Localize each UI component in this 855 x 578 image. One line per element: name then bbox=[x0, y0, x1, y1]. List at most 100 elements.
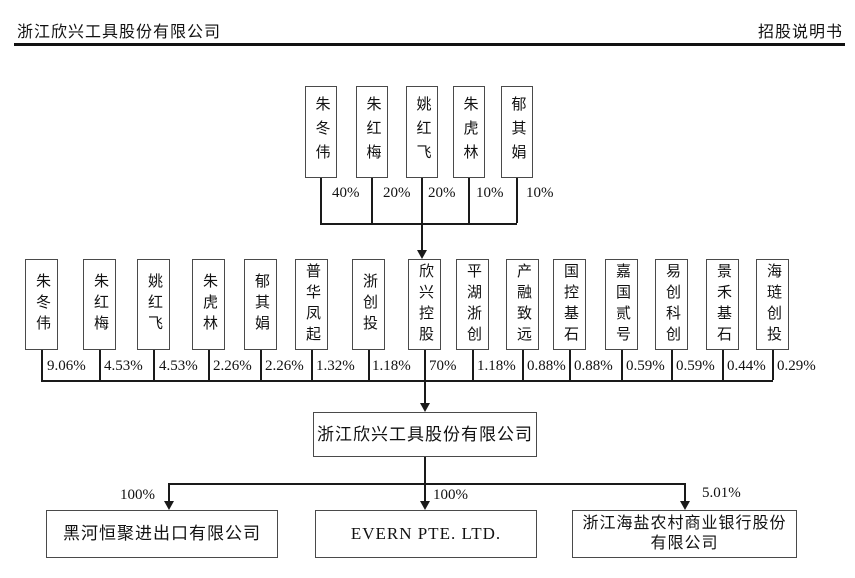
shareholder-name: 郁其娟 bbox=[509, 96, 526, 168]
mid-shareholder-box: 易创科创 bbox=[655, 259, 688, 350]
connector-line bbox=[424, 350, 426, 405]
ownership-percent: 1.18% bbox=[372, 358, 411, 374]
shareholder-name: 朱红梅 bbox=[364, 96, 381, 168]
issuer-company-name: 浙江欣兴工具股份有限公司 bbox=[317, 424, 533, 444]
subsidiary-name: 黑河恒聚进出口有限公司 bbox=[63, 524, 261, 544]
ownership-percent: 0.59% bbox=[676, 358, 715, 374]
connector-line bbox=[722, 350, 724, 380]
shareholder-name: 姚红飞 bbox=[414, 96, 431, 168]
connector-line bbox=[371, 178, 373, 223]
subsidiary-box-haiyan-bank: 浙江海盐农村商业银行股份有限公司 bbox=[572, 510, 797, 558]
connector-line bbox=[41, 350, 43, 380]
connector-line bbox=[260, 350, 262, 380]
issuer-company-box: 浙江欣兴工具股份有限公司 bbox=[313, 412, 537, 457]
ownership-percent: 20% bbox=[383, 185, 411, 201]
mid-shareholder-box: 朱冬伟 bbox=[25, 259, 58, 350]
connector-line bbox=[320, 178, 322, 223]
connector-line bbox=[516, 178, 518, 223]
ownership-percent: 0.59% bbox=[626, 358, 665, 374]
connector-line bbox=[320, 223, 517, 225]
ownership-percent: 10% bbox=[526, 185, 554, 201]
shareholder-name: 朱虎林 bbox=[201, 273, 217, 336]
connector-line bbox=[421, 178, 423, 223]
shareholder-name: 朱冬伟 bbox=[34, 273, 50, 336]
shareholder-name: 姚红飞 bbox=[146, 273, 162, 336]
top-shareholder-box: 姚红飞 bbox=[406, 86, 438, 178]
subsidiary-box-evern: EVERN PTE. LTD. bbox=[315, 510, 537, 558]
ownership-percent: 2.26% bbox=[265, 358, 304, 374]
connector-line bbox=[671, 350, 673, 380]
shareholder-name: 普华凤起 bbox=[304, 262, 320, 347]
ownership-percent: 10% bbox=[476, 185, 504, 201]
ownership-percent: 5.01% bbox=[702, 485, 741, 501]
shareholder-name: 朱虎林 bbox=[461, 96, 478, 168]
ownership-percent: 4.53% bbox=[104, 358, 143, 374]
ownership-percent: 1.32% bbox=[316, 358, 355, 374]
connector-line bbox=[41, 380, 773, 382]
ownership-percent: 40% bbox=[332, 185, 360, 201]
shareholder-name: 产融致远 bbox=[515, 262, 531, 347]
top-shareholder-box: 郁其娟 bbox=[501, 86, 533, 178]
shareholder-name: 嘉国贰号 bbox=[614, 262, 630, 347]
mid-shareholder-box: 姚红飞 bbox=[137, 259, 170, 350]
shareholder-name: 朱冬伟 bbox=[313, 96, 330, 168]
shareholder-name: 易创科创 bbox=[664, 262, 680, 347]
mid-shareholder-box: 国控基石 bbox=[553, 259, 586, 350]
top-shareholder-box: 朱虎林 bbox=[453, 86, 485, 178]
mid-shareholder-box: 产融致远 bbox=[506, 259, 539, 350]
shareholder-name: 欣兴控股 bbox=[417, 262, 433, 347]
top-shareholder-box: 朱冬伟 bbox=[305, 86, 337, 178]
ownership-percent: 0.29% bbox=[777, 358, 816, 374]
mid-shareholder-box: 浙创投 bbox=[352, 259, 385, 350]
mid-shareholder-box: 海琏创投 bbox=[756, 259, 789, 350]
connector-line bbox=[472, 350, 474, 380]
ownership-percent: 100% bbox=[120, 487, 155, 503]
mid-shareholder-box: 景禾基石 bbox=[706, 259, 739, 350]
mid-shareholder-box-xinxing-holding: 欣兴控股 bbox=[408, 259, 441, 350]
mid-shareholder-box: 普华凤起 bbox=[295, 259, 328, 350]
connector-line bbox=[684, 483, 686, 503]
mid-shareholder-box: 郁其娟 bbox=[244, 259, 277, 350]
top-shareholder-box: 朱红梅 bbox=[356, 86, 388, 178]
connector-line bbox=[168, 483, 170, 503]
arrow-down-icon bbox=[420, 501, 430, 510]
subsidiary-box-heihe: 黑河恒聚进出口有限公司 bbox=[46, 510, 278, 558]
connector-line bbox=[368, 350, 370, 380]
connector-line bbox=[311, 350, 313, 380]
connector-line bbox=[421, 223, 423, 252]
ownership-percent: 0.88% bbox=[574, 358, 613, 374]
shareholder-name: 海琏创投 bbox=[765, 262, 781, 347]
mid-shareholder-box: 平湖浙创 bbox=[456, 259, 489, 350]
arrow-down-icon bbox=[680, 501, 690, 510]
arrow-down-icon bbox=[417, 250, 427, 259]
shareholder-name: 浙创投 bbox=[361, 273, 377, 336]
connector-line bbox=[621, 350, 623, 380]
header-rule bbox=[14, 43, 845, 46]
connector-line bbox=[569, 350, 571, 380]
ownership-percent: 20% bbox=[428, 185, 456, 201]
ownership-percent: 0.44% bbox=[727, 358, 766, 374]
connector-line bbox=[168, 483, 685, 485]
ownership-percent: 2.26% bbox=[213, 358, 252, 374]
header-doc-title: 招股说明书 bbox=[757, 24, 843, 41]
ownership-percent: 1.18% bbox=[477, 358, 516, 374]
subsidiary-name: 浙江海盐农村商业银行股份有限公司 bbox=[582, 515, 787, 552]
ownership-percent: 100% bbox=[433, 487, 468, 503]
header-company-name: 浙江欣兴工具股份有限公司 bbox=[17, 24, 222, 41]
mid-shareholder-box: 嘉国贰号 bbox=[605, 259, 638, 350]
connector-line bbox=[208, 350, 210, 380]
ownership-percent: 4.53% bbox=[159, 358, 198, 374]
connector-line bbox=[468, 178, 470, 223]
subsidiary-name: EVERN PTE. LTD. bbox=[350, 524, 502, 544]
ownership-percent: 0.88% bbox=[527, 358, 566, 374]
arrow-down-icon bbox=[420, 403, 430, 412]
shareholder-name: 景禾基石 bbox=[715, 262, 731, 347]
shareholder-name: 国控基石 bbox=[562, 262, 578, 347]
connector-line bbox=[522, 350, 524, 380]
ownership-percent: 9.06% bbox=[47, 358, 86, 374]
mid-shareholder-box: 朱红梅 bbox=[83, 259, 116, 350]
shareholder-name: 朱红梅 bbox=[92, 273, 108, 336]
connector-line bbox=[99, 350, 101, 380]
shareholder-name: 平湖浙创 bbox=[465, 262, 481, 347]
